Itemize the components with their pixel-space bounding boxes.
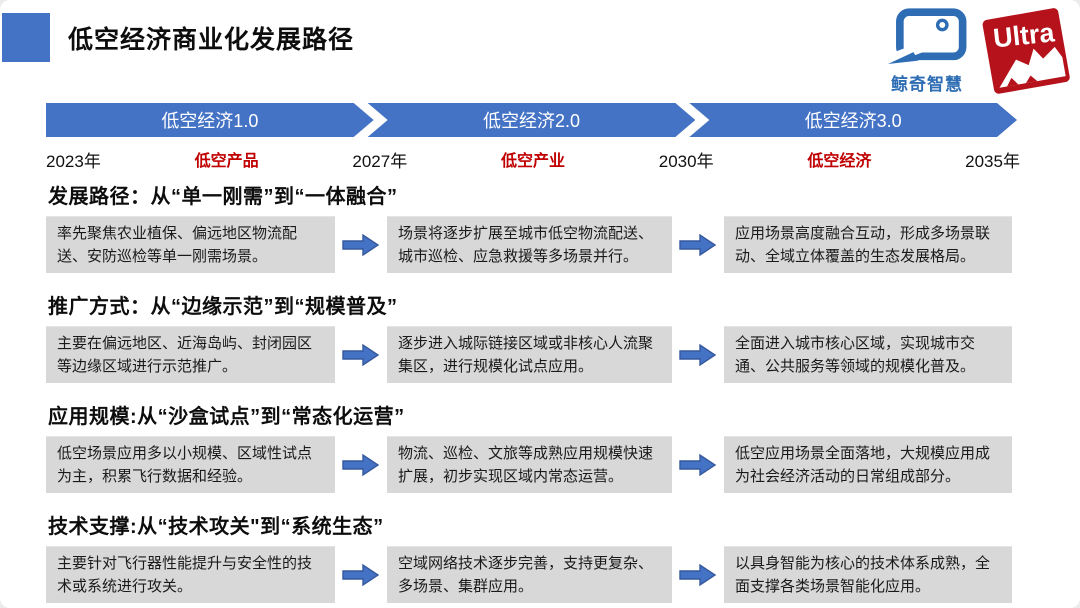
whale-logo-text: 鲸奇智慧 xyxy=(891,75,963,94)
timeline-stage-label: 低空经济1.0 xyxy=(161,111,259,131)
section-heading: 应用规模:从“沙盒试点”到“常态化运营” xyxy=(48,406,405,428)
section-promotion-mode: 推广方式：从“边缘示范”到“规模普及” 主要在偏远地区、近海岛屿、封闭园区等边缘… xyxy=(46,290,1012,383)
stage-box: 场景将逐步扩展至城市低空物流配送、城市巡检、应急救援等多场景并行。 xyxy=(387,216,672,273)
ultra-logo: Ultra xyxy=(978,2,1074,98)
svg-text:Ultra: Ultra xyxy=(992,17,1057,53)
section-heading: 发展路径：从“单一刚需”到“一体融合” xyxy=(48,186,398,208)
section-row: 率先聚焦农业植保、偏远地区物流配送、安防巡检等单一刚需场景。 场景将逐步扩展至城… xyxy=(46,216,1012,273)
timeline-stage-1: 低空经济1.0 xyxy=(46,103,374,137)
timeline-stage-3: 低空经济3.0 xyxy=(689,103,1017,137)
right-arrow-icon xyxy=(679,563,717,586)
section-tech-support: 技术支撑:从“技术攻关"到“系统生态” 主要针对飞行器性能提升与安全性的技术或系… xyxy=(46,510,1012,603)
timeline-stage-2: 低空经济2.0 xyxy=(368,103,696,137)
arrow-cell xyxy=(335,326,387,383)
timeline-year: 2027年 xyxy=(352,151,408,171)
right-arrow-icon xyxy=(679,453,717,476)
section-row: 主要在偏远地区、近海岛屿、封闭园区等边缘区域进行示范推广。 逐步进入城际链接区域… xyxy=(46,326,1012,383)
page-title: 低空经济商业化发展路径 xyxy=(68,26,355,54)
stage-box: 全面进入城市核心区域，实现城市交通、公共服务等领域的规模化普及。 xyxy=(724,326,1012,383)
stage-box: 物流、巡检、文旅等成熟应用规模快速扩展，初步实现区域内常态运营。 xyxy=(387,436,672,493)
right-arrow-icon xyxy=(342,453,380,476)
ultra-rhino-icon: Ultra xyxy=(982,8,1070,94)
right-arrow-icon xyxy=(679,233,717,256)
whale-icon xyxy=(884,8,967,66)
section-row: 主要针对飞行器性能提升与安全性的技术或系统进行攻关。 空域网络技术逐步完善，支持… xyxy=(46,546,1012,603)
timeline-phase: 低空产品 xyxy=(194,153,259,170)
arrow-cell xyxy=(335,216,387,273)
section-heading: 技术支撑:从“技术攻关"到“系统生态” xyxy=(48,516,384,538)
whale-logo: 鲸奇智慧 xyxy=(884,8,970,95)
arrow-cell xyxy=(672,326,724,383)
arrow-cell xyxy=(672,546,724,603)
timeline-phase: 低空经济 xyxy=(807,153,872,170)
stage-box: 低空场景应用多以小规模、区域性试点为主，积累飞行数据和经验。 xyxy=(46,436,335,493)
stage-box: 应用场景高度融合互动，形成多场景联动、全域立体覆盖的生态发展格局。 xyxy=(724,216,1012,273)
timeline-markers: 2023年 低空产品 2027年 低空产业 2030年 低空经济 2035年 xyxy=(46,146,1020,172)
timeline-year: 2023年 xyxy=(46,151,101,171)
timeline: 低空经济1.0 低空经济2.0 低空经济3.0 xyxy=(46,103,1017,137)
sections-container: 发展路径：从“单一刚需”到“一体融合” 率先聚焦农业植保、偏远地区物流配送、安防… xyxy=(46,180,1012,608)
stage-box: 率先聚焦农业植保、偏远地区物流配送、安防巡检等单一刚需场景。 xyxy=(46,216,335,273)
right-arrow-icon xyxy=(342,343,380,366)
right-arrow-icon xyxy=(342,563,380,586)
section-heading: 推广方式：从“边缘示范”到“规模普及” xyxy=(48,296,398,318)
arrow-cell xyxy=(335,436,387,493)
timeline-stage-label: 低空经济3.0 xyxy=(804,111,902,131)
timeline-stage-label: 低空经济2.0 xyxy=(482,111,581,131)
section-application-scale: 应用规模:从“沙盒试点”到“常态化运营” 低空场景应用多以小规模、区域性试点为主… xyxy=(46,400,1012,493)
arrow-cell xyxy=(672,216,724,273)
stage-box: 主要针对飞行器性能提升与安全性的技术或系统进行攻关。 xyxy=(46,546,335,603)
timeline-year: 2035年 xyxy=(965,151,1020,171)
arrow-cell xyxy=(672,436,724,493)
section-row: 低空场景应用多以小规模、区域性试点为主，积累飞行数据和经验。 物流、巡检、文旅等… xyxy=(46,436,1012,493)
arrow-cell xyxy=(335,546,387,603)
stage-box: 低空应用场景全面落地，大规模应用成为社会经济活动的日常组成部分。 xyxy=(724,436,1012,493)
timeline-year: 2030年 xyxy=(658,151,714,171)
stage-box: 空域网络技术逐步完善，支持更复杂、多场景、集群应用。 xyxy=(387,546,672,603)
stage-box: 以具身智能为核心的技术体系成熟，全面支撑各类场景智能化应用。 xyxy=(724,546,1012,603)
section-development-path: 发展路径：从“单一刚需”到“一体融合” 率先聚焦农业植保、偏远地区物流配送、安防… xyxy=(46,180,1012,273)
right-arrow-icon xyxy=(679,343,717,366)
right-arrow-icon xyxy=(342,233,380,256)
timeline-phase: 低空产业 xyxy=(500,153,565,170)
stage-box: 主要在偏远地区、近海岛屿、封闭园区等边缘区域进行示范推广。 xyxy=(46,326,335,383)
stage-box: 逐步进入城际链接区域或非核心人流聚集区，进行规模化试点应用。 xyxy=(387,326,672,383)
title-accent-square xyxy=(2,13,50,62)
